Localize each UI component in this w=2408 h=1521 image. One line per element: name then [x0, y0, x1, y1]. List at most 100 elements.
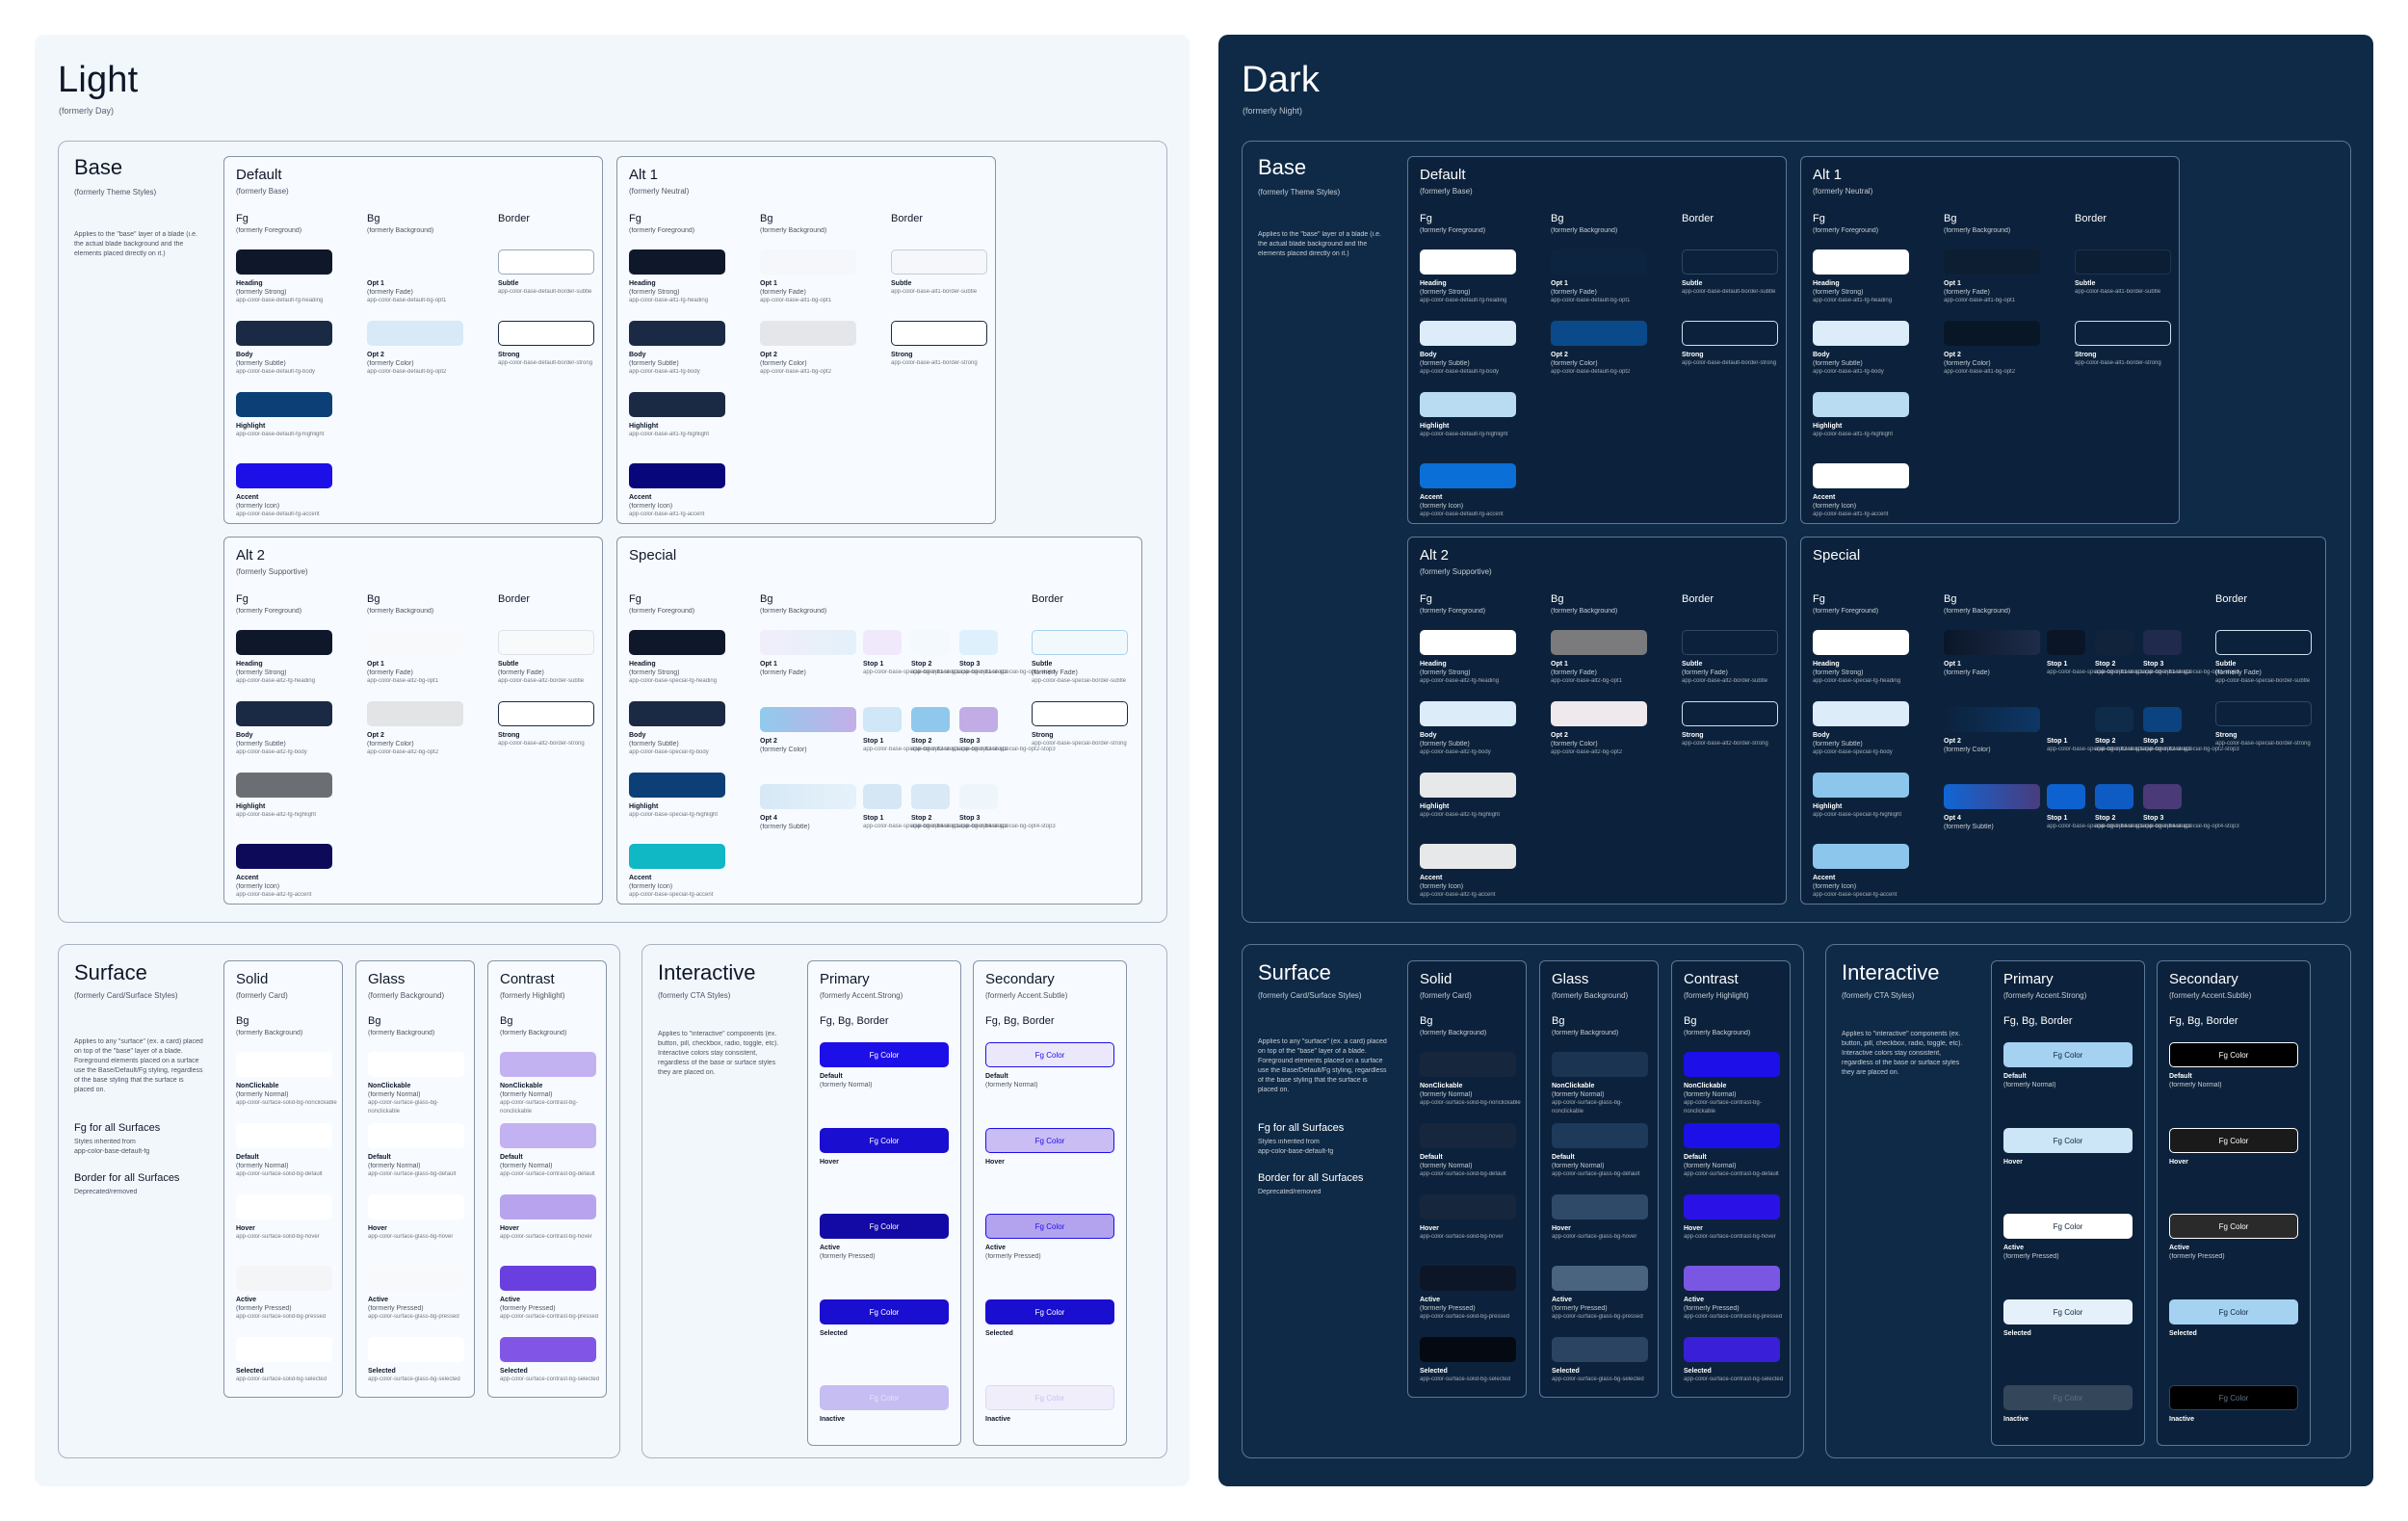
swatch-label: NonClickable(formerly Normal)app-color-s… — [1684, 1082, 1785, 1116]
swatch-token: app-color-base-default-border-subtle — [498, 289, 592, 295]
surface-swatch — [1420, 1194, 1516, 1219]
swatch-former-name: (formerly Normal) — [500, 1163, 553, 1169]
secondary-selected-button[interactable]: Fg Color — [2169, 1299, 2298, 1324]
border-column-heading: Border — [1032, 593, 1064, 605]
card-title: Contrast — [1684, 971, 1739, 987]
swatch-label: Opt 1(formerly Fade)app-color-base-alt2-… — [1551, 660, 1652, 686]
column-heading: Fg, Bg, Border — [985, 1015, 1055, 1027]
secondary-inactive-button[interactable]: Fg Color — [2169, 1385, 2298, 1410]
surface-swatch — [1420, 1123, 1516, 1148]
swatch-label: Body(formerly Subtle)app-color-base-alt1… — [1813, 351, 1914, 377]
primary-default-button[interactable]: Fg Color — [820, 1042, 949, 1067]
stop-swatch — [2095, 707, 2133, 732]
card-subtitle: (formerly Supportive) — [236, 567, 308, 576]
swatch-name: Opt 2 — [1944, 352, 1961, 358]
swatch-name: Stop 1 — [863, 815, 884, 822]
state-label: Default(formerly Normal) — [820, 1072, 955, 1089]
swatch-former-name: (formerly Fade) — [2215, 669, 2262, 676]
swatch-former-name: (formerly Normal) — [236, 1091, 289, 1098]
card-title: Alt 2 — [1420, 547, 1450, 564]
fg-swatch — [1813, 773, 1909, 798]
card-subtitle: (formerly Accent.Subtle) — [985, 991, 1068, 1000]
swatch-token: app-color-base-special-fg-highlight — [1813, 812, 1902, 818]
swatch-name: Strong — [891, 352, 913, 358]
primary-inactive-button[interactable]: Fg Color — [820, 1385, 949, 1410]
swatch-name: Default — [1420, 1154, 1443, 1161]
base-card-alt-1: Alt 1(formerly Neutral)Fg(formerly Foreg… — [1800, 156, 2180, 524]
primary-hover-button[interactable]: Fg Color — [2003, 1128, 2133, 1153]
fg-swatch — [236, 773, 332, 798]
surface-fg-description: app-color-base-default-fg — [1258, 1148, 1334, 1155]
swatch-token: app-color-base-special-bg-opt2-stop1 — [2047, 747, 2143, 752]
fg-swatch — [1420, 392, 1516, 417]
state-label: Active(formerly Pressed) — [985, 1244, 1120, 1261]
primary-selected-button[interactable]: Fg Color — [820, 1299, 949, 1324]
section-title: Surface — [74, 960, 147, 984]
swatch-label: Opt 2(formerly Color)app-color-base-defa… — [1551, 351, 1652, 377]
swatch-name: Subtle — [891, 280, 912, 287]
card-subtitle: (formerly Background) — [1552, 991, 1629, 1000]
secondary-active-button[interactable]: Fg Color — [985, 1214, 1114, 1239]
swatch-name: Default — [1552, 1154, 1575, 1161]
swatch-former-name: (formerly Color) — [1551, 360, 1598, 367]
fg-swatch — [236, 701, 332, 726]
surface-card-solid: Solid(formerly Card)Bg(formerly Backgrou… — [1407, 960, 1527, 1398]
swatch-token: app-color-surface-glass-bg-hover — [368, 1234, 454, 1240]
swatch-label: Default(formerly Normal)app-color-surfac… — [1420, 1153, 1521, 1179]
section-subtitle: (formerly CTA Styles) — [1842, 991, 1915, 1000]
card-title: Glass — [368, 971, 406, 987]
secondary-inactive-button[interactable]: Fg Color — [985, 1385, 1114, 1410]
secondary-hover-button[interactable]: Fg Color — [2169, 1128, 2298, 1153]
border-column-heading: Border — [498, 593, 531, 605]
swatch-name: Highlight — [1813, 423, 1843, 430]
card-title: Primary — [2003, 971, 2054, 987]
swatch-former-name: (formerly Normal) — [1552, 1163, 1605, 1169]
column-heading: Fg, Bg, Border — [2169, 1015, 2238, 1027]
stop-swatch — [863, 707, 902, 732]
state-label: Default(formerly Normal) — [2003, 1072, 2138, 1089]
primary-active-button[interactable]: Fg Color — [2003, 1214, 2133, 1239]
fg-column-heading: Fg — [1813, 213, 1825, 224]
primary-hover-button[interactable]: Fg Color — [820, 1128, 949, 1153]
theme-title: Light — [58, 60, 139, 100]
swatch-name: Stop 1 — [2047, 815, 2068, 822]
secondary-active-button[interactable]: Fg Color — [2169, 1214, 2298, 1239]
primary-inactive-button[interactable]: Fg Color — [2003, 1385, 2133, 1410]
secondary-default-button[interactable]: Fg Color — [985, 1042, 1114, 1067]
state-name: Selected — [820, 1330, 848, 1337]
bg-swatch — [367, 630, 463, 655]
secondary-hover-button[interactable]: Fg Color — [985, 1128, 1114, 1153]
secondary-selected-button[interactable]: Fg Color — [985, 1299, 1114, 1324]
swatch-token: app-color-surface-solid-bg-pressed — [1420, 1314, 1510, 1320]
primary-active-button[interactable]: Fg Color — [820, 1214, 949, 1239]
card-title: Solid — [1420, 971, 1453, 987]
fg-column-heading: Fg — [236, 213, 249, 224]
swatch-label: Heading(formerly Strong)app-color-base-a… — [236, 660, 337, 686]
swatch-token: app-color-surface-contrast-bg-nonclickab… — [500, 1100, 578, 1115]
surface-swatch — [1684, 1052, 1780, 1077]
swatch-label: Heading(formerly Strong)app-color-base-a… — [1420, 660, 1521, 686]
card-subtitle: (formerly Accent.Strong) — [820, 991, 903, 1000]
swatch-former-name: (formerly Strong) — [236, 669, 287, 676]
fg-swatch — [629, 392, 725, 417]
primary-default-button[interactable]: Fg Color — [2003, 1042, 2133, 1067]
swatch-token: app-color-surface-contrast-bg-default — [500, 1171, 595, 1177]
base-card-alt-2: Alt 2(formerly Supportive)Fg(formerly Fo… — [1407, 537, 1787, 905]
swatch-name: Opt 2 — [760, 738, 777, 745]
swatch-token: app-color-surface-contrast-bg-hover — [1684, 1234, 1776, 1240]
primary-selected-button[interactable]: Fg Color — [2003, 1299, 2133, 1324]
swatch-token: app-color-base-alt2-fg-accent — [1420, 892, 1496, 898]
fg-swatch — [1420, 630, 1516, 655]
swatch-token: app-color-surface-contrast-bg-pressed — [1684, 1314, 1783, 1320]
swatch-name: Hover — [236, 1225, 255, 1232]
gradient-swatch — [760, 784, 856, 809]
section-description: they are placed on. — [1842, 1069, 1899, 1076]
secondary-default-button[interactable]: Fg Color — [2169, 1042, 2298, 1067]
border-swatch — [2075, 321, 2171, 346]
card-title: Default — [1420, 167, 1466, 183]
